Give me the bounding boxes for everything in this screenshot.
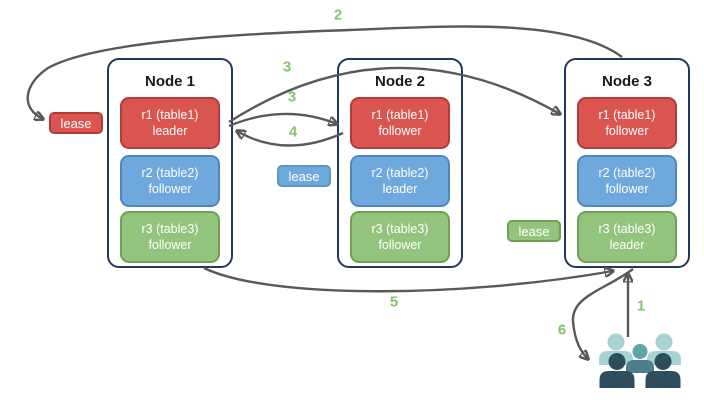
replica-label: r1 (table1) [141,107,199,122]
node3-panel: Node 3 r1 (table1) follower r2 (table2) … [564,58,690,268]
replica-label: r3 (table3) [371,221,429,236]
lease-label-table2: lease [277,165,331,187]
replica-role: follower [378,238,422,252]
arrow-step-3-node1-to-node2 [228,112,337,128]
replica-label: r2 (table2) [598,165,656,180]
lease-label-table1: lease [49,112,103,134]
replica-label: r2 (table2) [371,165,429,180]
node1-replica-r2: r2 (table2) follower [120,155,220,207]
replica-role: follower [605,124,649,138]
node1-panel: Node 1 r1 (table1) leader r2 (table2) fo… [107,58,233,268]
node2-replica-r3: r3 (table3) follower [350,211,450,263]
node2-panel: Node 2 r1 (table1) follower r2 (table2) … [337,58,463,268]
replica-role: follower [605,182,649,196]
replica-role: follower [148,238,192,252]
node1-title: Node 1 [144,73,195,90]
node2-title: Node 2 [374,73,425,90]
node2-replica-r2: r2 (table2) leader [350,155,450,207]
replica-role: leader [152,124,188,138]
replica-role: follower [148,182,192,196]
step-label-3a: 3 [282,58,292,76]
node3-replica-r1: r1 (table1) follower [577,97,677,149]
node3-replica-r3: r3 (table3) leader [577,211,677,263]
lease-label-table3: lease [507,220,561,242]
users-group-icon [599,333,681,388]
replica-role: leader [609,238,645,252]
step-label-2: 2 [333,6,343,24]
node3-title: Node 3 [601,73,652,90]
replica-label: r2 (table2) [141,165,199,180]
node2-replica-r1: r1 (table1) follower [350,97,450,149]
replica-role: follower [378,124,422,138]
step-label-5: 5 [389,293,399,311]
arrow-step-5-node1-to-node3 [203,268,613,293]
replica-label: r1 (table1) [371,107,429,122]
replica-role: leader [382,182,418,196]
node1-replica-r3: r3 (table3) follower [120,211,220,263]
step-label-6: 6 [557,321,567,339]
step-label-3b: 3 [287,88,297,106]
node3-replica-r2: r2 (table2) follower [577,155,677,207]
replica-label: r3 (table3) [141,221,199,236]
replica-label: r1 (table1) [598,107,656,122]
node1-replica-r1: r1 (table1) leader [120,97,220,149]
step-label-4: 4 [288,123,298,141]
replica-label: r3 (table3) [598,221,656,236]
step-label-1: 1 [636,297,646,315]
